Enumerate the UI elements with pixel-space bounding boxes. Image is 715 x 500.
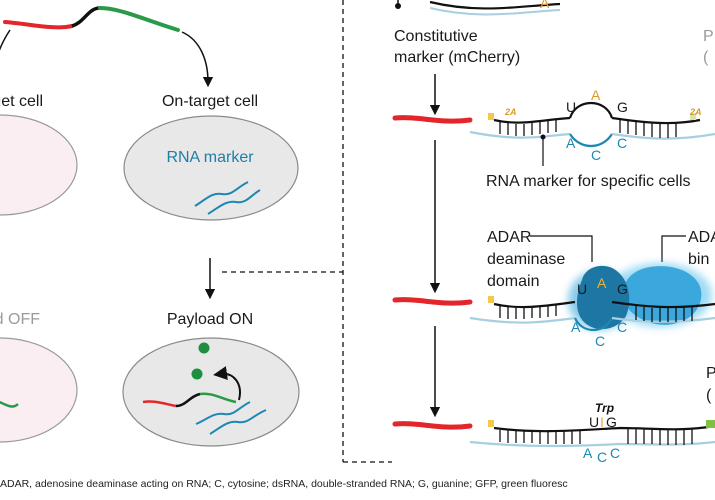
rna-marker-label: RNA marker [166,149,254,166]
right-cut-label-1: P [703,28,714,45]
row3-nuc-a: A [597,275,607,291]
adar-deaminase-domain [577,265,630,330]
on-target-cell-label: On-target cell [162,93,258,110]
adar-label-1: ADAR [487,229,531,246]
row3-nuc-c2: C [617,319,627,335]
right-cut-label-4: ( [706,387,712,404]
adar-label-3: domain [487,273,539,290]
row2-nuc-c: C [591,147,601,163]
row3-nuc-a2: A [571,319,581,335]
adar-right-label-2: bin [688,251,709,268]
row3-construct [392,296,715,332]
off-target-cell-label: Off-target cell [0,93,43,110]
right-cut-label-3: P [706,365,715,382]
rna-marker-specific-label: RNA marker for specific cells [486,173,691,190]
diagram-svg: Off-target cell On-target cell RNA marke… [0,0,715,465]
footnote-abbreviations: ADAR, adenosine deaminase acting on RNA;… [0,478,568,490]
constitutive-marker-label-1: Constitutive [394,28,478,45]
row2-nuc-a: A [591,87,601,103]
svg-text:2A: 2A [504,107,517,117]
row2-construct: 2A 2A [392,102,715,148]
row4-nuc-i: I [600,414,604,430]
payload-off-label: Payload OFF [0,311,40,328]
off-target-cell-top [0,114,78,216]
row2-rungs [499,119,677,138]
off-target-green-strand [0,400,19,408]
constitutive-marker-label-2: marker (mCherry) [394,49,520,66]
adar-label-2: deaminase [487,251,565,268]
row4-nuc-u: U [589,414,599,430]
top-construct-strand [3,6,180,32]
on-target-cell-bottom [122,337,300,447]
row4-construct [392,420,715,448]
row3-nuc-c: C [595,333,605,349]
row3-nuc-u: U [577,281,587,297]
row4-nuc-c2: C [610,445,620,461]
adar-right-label-1: ADA [688,229,715,246]
payload-construct-strand [142,392,237,408]
payload-curved-arrow [213,366,241,401]
on-target-cell-top [123,115,299,221]
row4-rungs [499,429,693,445]
payload-dot-2 [191,368,203,380]
row4-nuc-c: C [597,449,607,465]
adar-right-pointer [661,235,686,262]
svg-text:2A: 2A [689,107,702,117]
payload-dot-1 [198,342,210,354]
adar-binding-domain [621,266,702,325]
payload-rna-marker-strands [195,401,267,435]
row3-rungs [499,304,693,322]
adar-pointer [530,235,593,262]
arrow-to-off-target [0,29,11,76]
row2-nuc-a2: A [566,135,576,151]
row2-nuc-u: U [566,99,576,115]
arrow-to-on-target [181,31,214,88]
row2-nuc-g: G [617,99,628,115]
trp-label: Trp [595,401,614,415]
row4-nuc-g: G [606,414,617,430]
row3-nuc-g: G [617,281,628,297]
row4-nuc-a: A [583,445,593,461]
off-target-cell-bottom [0,337,78,443]
rna-marker-strands [194,181,261,215]
payload-on-label: Payload ON [167,311,253,328]
row2-nuc-c2: C [617,135,627,151]
top-partial-strand: A [395,0,561,16]
right-cut-label-2: ( [703,49,709,66]
svg-text:A: A [540,0,550,11]
